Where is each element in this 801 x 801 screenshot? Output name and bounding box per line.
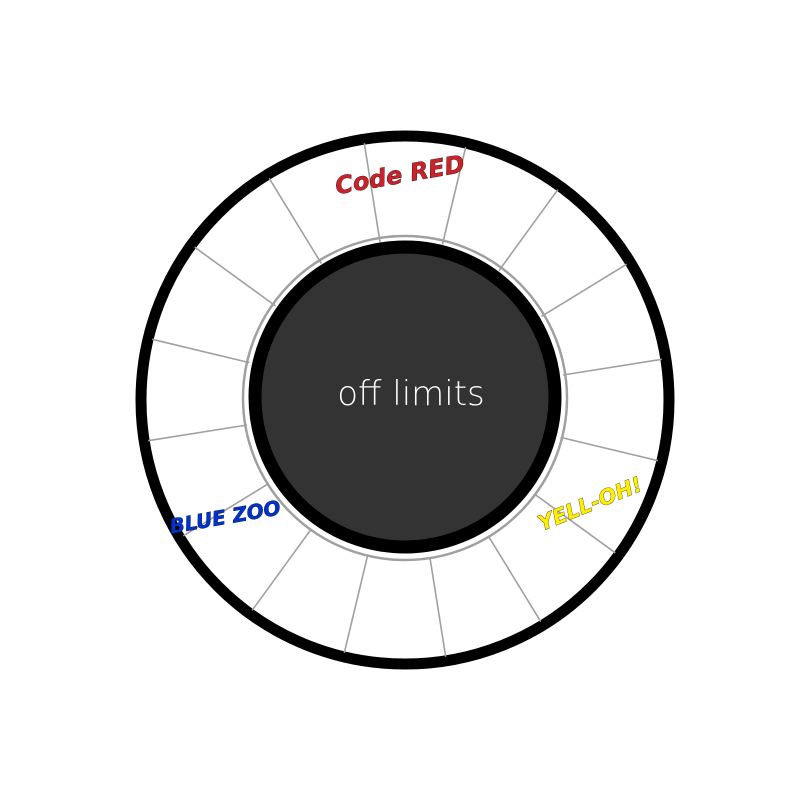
segment-divider bbox=[152, 338, 250, 364]
segment-divider bbox=[182, 482, 270, 537]
segment-divider bbox=[498, 189, 559, 272]
segment-divider bbox=[560, 436, 658, 462]
segment-divider bbox=[429, 557, 447, 657]
segment-divider bbox=[148, 424, 248, 442]
segment-divider bbox=[343, 555, 369, 653]
center-label: off limits bbox=[337, 374, 485, 414]
segment-dividers bbox=[148, 143, 662, 657]
segment-divider bbox=[441, 147, 467, 245]
segment-divider bbox=[251, 528, 312, 611]
off-limits-center[interactable] bbox=[248, 240, 562, 554]
inner-gray-ring bbox=[241, 234, 569, 562]
segment-divider bbox=[540, 263, 628, 318]
segment-divider bbox=[194, 246, 277, 307]
segment-divider bbox=[562, 358, 662, 376]
segment-divider bbox=[268, 177, 323, 265]
segment-divider bbox=[363, 143, 381, 243]
segment-divider bbox=[487, 535, 542, 623]
segment-divider bbox=[533, 493, 616, 554]
